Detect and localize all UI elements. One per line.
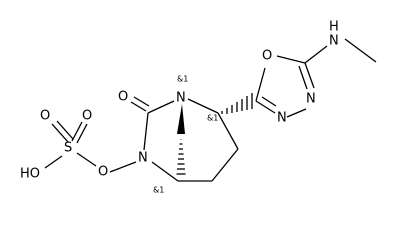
bond-s-o-left-b — [56, 120, 74, 140]
oxadiazole-n3-label: N — [277, 111, 287, 126]
bond-n6-o — [109, 161, 137, 173]
bond-n1-c2 — [187, 98, 219, 114]
bridgehead-nitrogen-label: N — [176, 91, 186, 106]
oxadiazole-oxygen-label: O — [262, 49, 272, 64]
bond-o-s — [76, 152, 97, 167]
bond-bridge-wedge — [177, 104, 185, 134]
bond-s-oh — [44, 155, 63, 169]
amide-nitrogen-label: N — [138, 151, 148, 166]
sulfonyl-oxygen-left-label: O — [40, 109, 50, 124]
bond-bridge-hash — [176, 139, 186, 175]
bond-carbonyl-double-a — [130, 101, 147, 112]
sulfonyl-oxygen-right-label: O — [82, 109, 92, 124]
bond-c-nh — [304, 45, 328, 64]
bond-oxadiazole-n3-c-b — [261, 96, 277, 107]
bond-c2-c3 — [217, 112, 239, 150]
bond-oxadiazole-c-o — [255, 67, 266, 102]
bond-c2-oxadiazole-hash — [221, 93, 253, 114]
bond-c3-c4 — [211, 148, 239, 182]
bond-nh-methyl — [344, 38, 377, 63]
oxadiazole-n4-label: N — [306, 92, 316, 107]
ester-oxygen-label: O — [98, 165, 108, 180]
bond-carbonyl-c-n6 — [143, 112, 149, 151]
bond-oxadiazole-c-n4-b — [298, 65, 308, 90]
bond-n6-c5 — [151, 161, 179, 182]
sulfur-label: S — [64, 141, 72, 156]
bond-s-o-right-b — [76, 123, 88, 144]
methylamino-h-label: H — [329, 20, 339, 35]
bond-s-o-left-a — [51, 123, 69, 143]
stereo-flag-c5: &1 — [153, 186, 164, 195]
stereo-flag-n1: &1 — [177, 75, 188, 84]
hydroxyl-label: HO — [20, 167, 40, 182]
methylamino-n-label: N — [329, 34, 339, 49]
bond-oxadiazole-o-c — [276, 55, 306, 64]
bond-oxadiazole-c-n4-a — [304, 62, 315, 89]
bond-carbonyl-double-b — [133, 96, 150, 107]
chemical-structure: O N N O S O O HO O N N H N &1 &1 &1 — [20, 20, 377, 195]
bond-s-o-right-a — [71, 121, 83, 142]
bond-carbonyl-c-n1 — [147, 100, 175, 114]
bond-oxadiazole-n-n — [286, 108, 307, 118]
carbonyl-oxygen-label: O — [118, 90, 128, 105]
stereo-flag-c2: &1 — [207, 114, 218, 123]
bond-oxadiazole-n3-c-a — [255, 100, 276, 114]
